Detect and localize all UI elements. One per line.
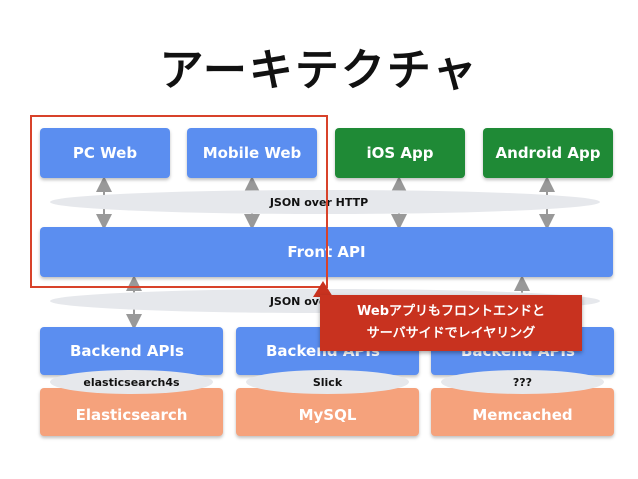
protocol-label-top: JSON over HTTP xyxy=(269,196,369,209)
backend-box-1: Backend APIs xyxy=(40,327,223,375)
library-label-3: ??? xyxy=(512,376,533,389)
client-box-android-app: Android App xyxy=(483,128,613,178)
library-ellipse-2 xyxy=(246,370,409,394)
library-ellipse-3 xyxy=(441,370,604,394)
client-box-mobile-web: Mobile Web xyxy=(187,128,317,178)
library-ellipse-1 xyxy=(50,370,213,394)
callout-line-1: Webアプリもフロントエンドと xyxy=(357,304,545,319)
client-box-ios-app: iOS App xyxy=(335,128,465,178)
slide-title: アーキテクチャ xyxy=(159,45,479,96)
protocol-ellipse-top xyxy=(50,190,600,214)
callout-line-2: サーバサイドでレイヤリング xyxy=(366,326,536,341)
client-box-pc-web: PC Web xyxy=(40,128,170,178)
store-box-mysql: MySQL xyxy=(236,388,419,436)
backend-label-1: Backend APIs xyxy=(70,342,184,360)
store-box-elasticsearch: Elasticsearch xyxy=(40,388,223,436)
web-app-highlight xyxy=(30,115,328,288)
store-box-memcached: Memcached xyxy=(431,388,614,436)
library-label-2: Slick xyxy=(312,376,343,389)
callout-box: Webアプリもフロントエンドと サーバサイドでレイヤリング xyxy=(320,295,582,351)
library-label-1: elasticsearch4s xyxy=(83,376,180,389)
callout-pointer xyxy=(313,281,333,297)
